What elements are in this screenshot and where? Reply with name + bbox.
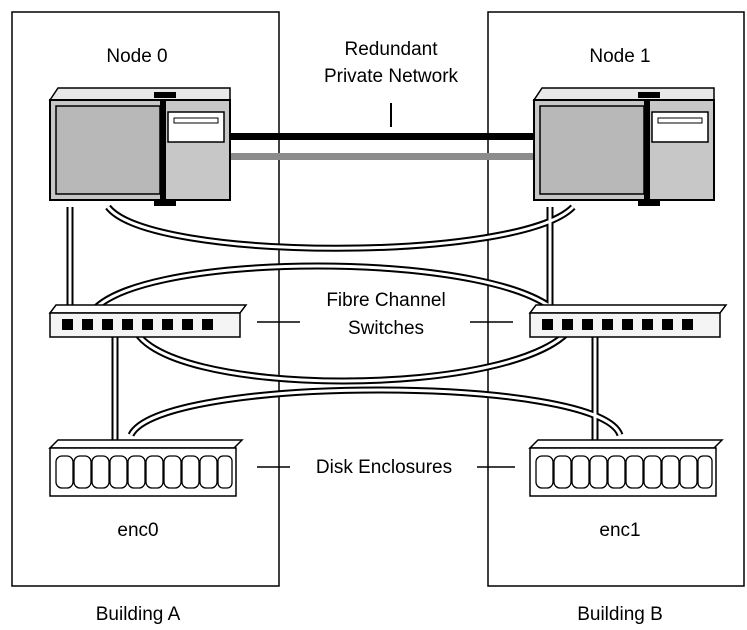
disks-label: Disk Enclosures bbox=[316, 457, 452, 478]
private-network-links bbox=[230, 103, 540, 160]
building-b-boundary bbox=[487, 11, 745, 587]
disk-enclosure-enc1 bbox=[529, 439, 723, 497]
switches-label-line2: Switches bbox=[348, 318, 424, 339]
building-b-label: Building B bbox=[577, 604, 663, 625]
switches-label-line1: Fibre Channel bbox=[326, 290, 445, 311]
building-a-label: Building A bbox=[96, 604, 181, 625]
node-0-label: Node 0 bbox=[106, 46, 167, 67]
fc-switch-a bbox=[49, 304, 247, 338]
disk-enclosure-enc0 bbox=[49, 439, 243, 497]
node-1-server bbox=[533, 87, 715, 207]
fibre-cables bbox=[66, 204, 624, 442]
enc0-label: enc0 bbox=[117, 520, 158, 541]
enc1-label: enc1 bbox=[599, 520, 640, 541]
building-a-boundary bbox=[11, 11, 280, 587]
node-0-server bbox=[49, 87, 231, 207]
network-label-line2: Private Network bbox=[324, 66, 459, 87]
network-label-line1: Redundant bbox=[345, 39, 439, 60]
fc-switch-b bbox=[529, 304, 727, 338]
label-leaders bbox=[257, 321, 515, 468]
node-1-label: Node 1 bbox=[589, 46, 650, 67]
